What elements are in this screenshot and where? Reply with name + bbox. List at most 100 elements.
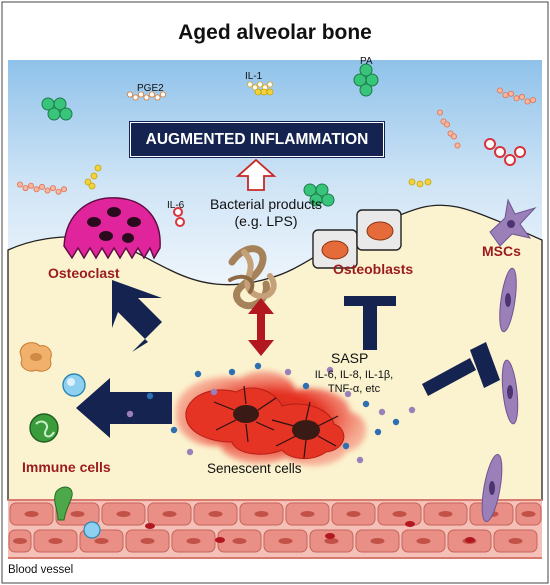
sasp-dot [194, 370, 202, 378]
chain-bead [443, 121, 450, 128]
endothelial-nucleus [392, 511, 407, 517]
bidirectional-red-arrow [248, 298, 274, 356]
chain-bead [148, 91, 155, 98]
sasp-dot [378, 408, 386, 416]
endothelial-nucleus [48, 538, 63, 544]
chain-bead [450, 133, 457, 140]
chain-bead [502, 92, 509, 99]
immune-cell-transmigrating [54, 486, 73, 521]
lps-bacterial-product [228, 245, 277, 310]
endothelial-nucleus [162, 511, 177, 517]
sasp-dot [126, 410, 134, 418]
sasp-dot [228, 368, 236, 376]
label-osteoclast: Osteoclast [48, 265, 120, 281]
chain-bead [39, 183, 46, 190]
sasp-dot [356, 456, 364, 464]
chain-bead [507, 90, 514, 97]
inhibit-mscs [422, 342, 500, 396]
label-il1: IL-1 [245, 71, 263, 82]
red-blood-cell [215, 537, 225, 543]
endothelial-nucleus [346, 511, 361, 517]
sasp-factor-line1: IL-6, IL-8, IL-1β, [314, 369, 394, 381]
senescent-cells [175, 370, 367, 466]
inflammation-up-arrow [235, 158, 277, 191]
chain-bead [33, 186, 40, 193]
chain-bead [266, 81, 273, 88]
sasp-dot [374, 428, 382, 436]
endothelial-nucleus [278, 538, 293, 544]
chain-bead [246, 81, 253, 88]
sasp-dot [284, 368, 292, 376]
arrow-to-immune-cells [76, 378, 172, 438]
bacterial-products-line1: Bacterial products [209, 196, 323, 212]
label-senescent-cells: Senescent cells [207, 461, 302, 476]
label-il6: IL-6 [167, 200, 185, 211]
green-cluster-molecules [41, 63, 379, 207]
chain-bead [22, 185, 29, 192]
sasp-dot [326, 366, 334, 374]
endothelial-nucleus [508, 538, 523, 544]
diagram-title: Aged alveolar bone [178, 21, 372, 44]
chain-bead [530, 97, 537, 104]
chain-bead [50, 185, 57, 192]
sasp-dot [344, 390, 352, 398]
red-blood-cell [405, 521, 415, 527]
sasp-factor-dots [126, 362, 416, 464]
endothelial-nucleus [416, 538, 431, 544]
endothelial-nucleus [208, 511, 223, 517]
endothelial-nucleus [13, 538, 27, 544]
sasp-dot [186, 448, 194, 456]
red-blood-cell [325, 533, 335, 539]
chain-bead [55, 188, 62, 195]
osteoblast-cells [312, 209, 402, 269]
label-sasp: SASP [331, 350, 369, 366]
endothelial-nucleus [232, 538, 247, 544]
sasp-dot [210, 388, 218, 396]
sasp-factor-line2: TNF-α, etc [327, 383, 381, 395]
chain-bead [154, 94, 161, 101]
endothelial-nucleus [186, 538, 201, 544]
chain-bead [16, 181, 23, 188]
chain-bead [513, 95, 520, 102]
endothelial-nucleus [370, 538, 385, 544]
label-pge2: PGE2 [137, 83, 164, 94]
augmented-inflammation-banner: AUGMENTED INFLAMMATION [130, 122, 384, 157]
chain-bead [251, 84, 258, 91]
red-blood-cell [145, 523, 155, 529]
yellow-dot-molecules [84, 88, 432, 190]
chain-bead [496, 87, 503, 94]
chain-bead [436, 109, 443, 116]
chain-bead [61, 186, 68, 193]
chain-bead [132, 94, 139, 101]
label-osteoblasts: Osteoblasts [333, 261, 414, 277]
chain-bead [519, 93, 526, 100]
label-pa: PA [360, 56, 373, 67]
sasp-dot [408, 406, 416, 414]
immune-cell-in-vessel [83, 521, 101, 539]
sasp-dot [254, 362, 262, 370]
red-blood-cell [465, 537, 475, 543]
arrow-to-osteoclast [112, 280, 162, 352]
bacterial-products-label: Bacterial products (e.g. LPS) [196, 196, 336, 230]
label-immune-cells: Immune cells [22, 459, 111, 475]
bacterial-products-line2: (e.g. LPS) [234, 213, 298, 229]
inhibit-osteoblasts [344, 296, 396, 350]
sasp-factor-list: IL-6, IL-8, IL-1β, TNF-α, etc [298, 368, 410, 396]
chain-bead [27, 182, 34, 189]
red-ring-molecules [173, 138, 526, 227]
endothelial-nucleus [140, 538, 155, 544]
endothelial-nucleus [438, 511, 453, 517]
immune-cell-green [29, 413, 59, 443]
chain-bead [454, 142, 461, 149]
sasp-dot [362, 400, 370, 408]
endothelial-nucleus [521, 511, 536, 517]
chain-bead [127, 91, 134, 98]
endothelial-nucleus [324, 538, 339, 544]
endothelial-nucleus [116, 511, 131, 517]
sasp-dot [342, 442, 350, 450]
immune-cells-group [19, 342, 101, 539]
floating-molecules [16, 63, 537, 227]
chain-bead [159, 91, 166, 98]
